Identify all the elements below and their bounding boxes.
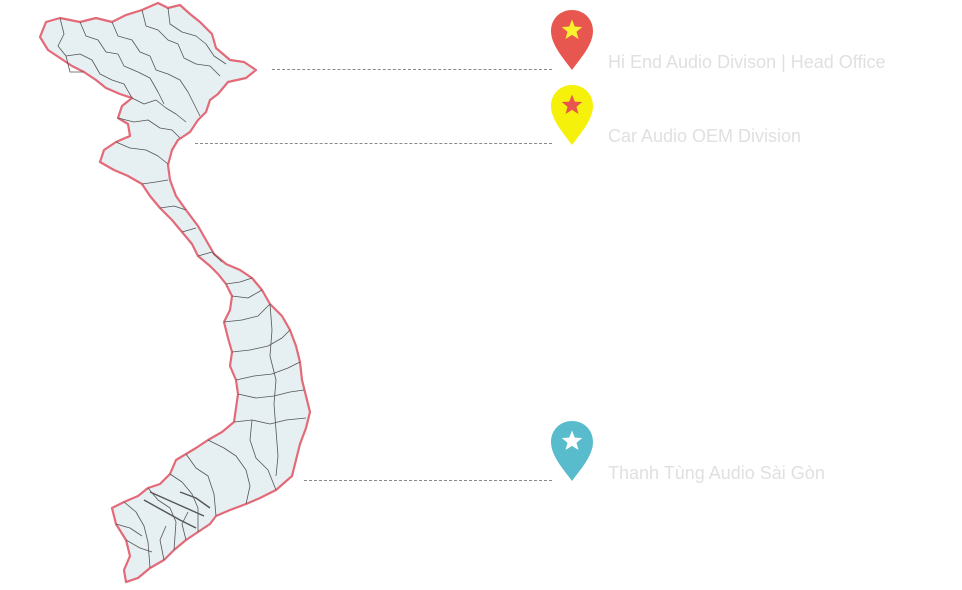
location-label-head-office[interactable]: Hi End Audio Divison | Head Office [608, 52, 886, 72]
location-label-saigon[interactable]: Thanh Tùng Audio Sài Gòn [608, 463, 825, 483]
star-map-pin-icon[interactable] [550, 84, 594, 156]
province-borders [57, 7, 307, 569]
leader-line-head-office [272, 69, 552, 70]
leader-line-car-audio [195, 143, 552, 144]
mekong-river-lines [143, 491, 211, 529]
leader-line-saigon [304, 480, 552, 481]
vietnam-outline [38, 1, 312, 584]
location-label-car-audio[interactable]: Car Audio OEM Division [608, 126, 802, 146]
star-map-pin-icon[interactable] [550, 420, 594, 492]
star-map-pin-icon[interactable] [550, 9, 594, 81]
